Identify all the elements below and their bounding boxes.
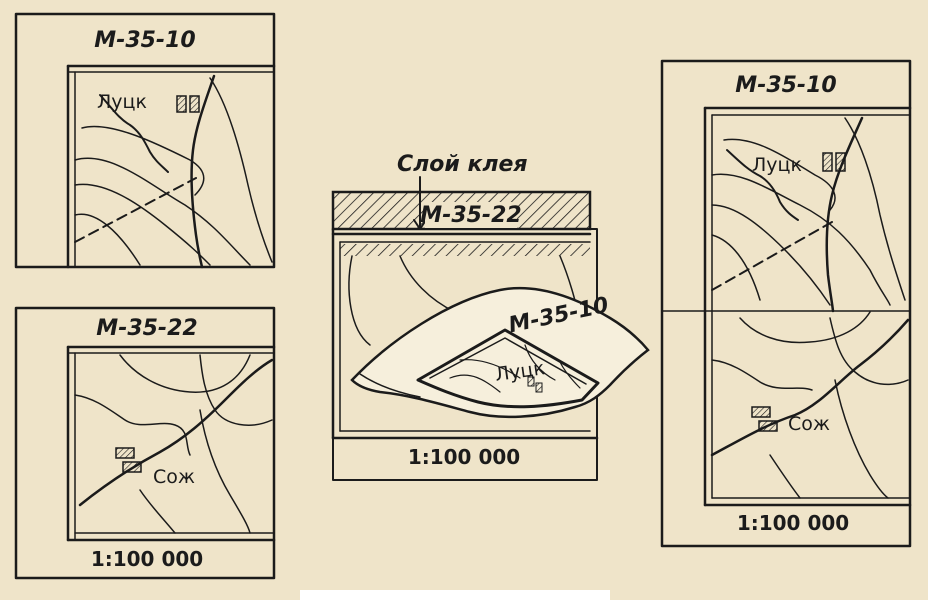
road-south — [710, 318, 910, 457]
sheet-top-left-border — [14, 12, 276, 269]
town-label-lutsk: Луцк — [752, 154, 802, 176]
assembled-code: М-35-10 — [735, 73, 836, 98]
road — [78, 358, 274, 507]
code-mask — [425, 202, 517, 230]
peeled-town-icon — [527, 376, 543, 393]
peeled-frame-inner — [429, 337, 587, 385]
boundary-dashed — [74, 177, 197, 243]
town-block-icon-south — [751, 406, 778, 432]
peel-curl-edge — [359, 373, 421, 398]
town-block-icon — [115, 447, 142, 473]
glue-band — [340, 244, 590, 256]
peeled-frame-outer — [416, 328, 600, 409]
river — [99, 94, 169, 173]
road — [190, 74, 216, 269]
contour-lines — [711, 117, 909, 499]
contour-lines — [74, 77, 273, 266]
base-sheet-code: М-35-22 — [420, 203, 521, 228]
gluing-panel: Слой клея М-35-22 М-35-10 Луцк — [331, 152, 650, 481]
sheet-bottom-left: М-35-22 Сож 1:100 000 — [14, 306, 276, 580]
sheet-bottom-left-border — [14, 306, 276, 580]
sheet-top-left: М-35-10 Луцк — [14, 12, 276, 269]
boundary-dashed — [711, 221, 833, 291]
peeled-contours — [449, 344, 581, 393]
sheet-top-left-code: М-35-10 — [94, 28, 195, 53]
town-label-lutsk: Луцк — [97, 91, 147, 113]
glue-layer-label: Слой клея — [397, 152, 528, 177]
scan-edge — [300, 590, 610, 600]
contour-lines — [74, 354, 273, 534]
road-north — [825, 116, 864, 313]
scale-label: 1:100 000 — [737, 511, 849, 535]
town-label-sozh: Сож — [788, 413, 830, 435]
town-block-icon-north — [822, 152, 846, 172]
assembled-panel: М-35-10 Луцк — [660, 59, 912, 548]
scale-label: 1:100 000 — [408, 445, 520, 469]
town-block-icon — [176, 95, 200, 113]
peeled-sheet: М-35-10 Луцк — [350, 286, 650, 419]
sheet-bottom-left-code: М-35-22 — [96, 316, 197, 341]
assembled-border — [660, 59, 912, 548]
river — [726, 149, 799, 221]
scale-label: 1:100 000 — [91, 547, 203, 571]
town-label-sozh: Сож — [153, 466, 195, 488]
